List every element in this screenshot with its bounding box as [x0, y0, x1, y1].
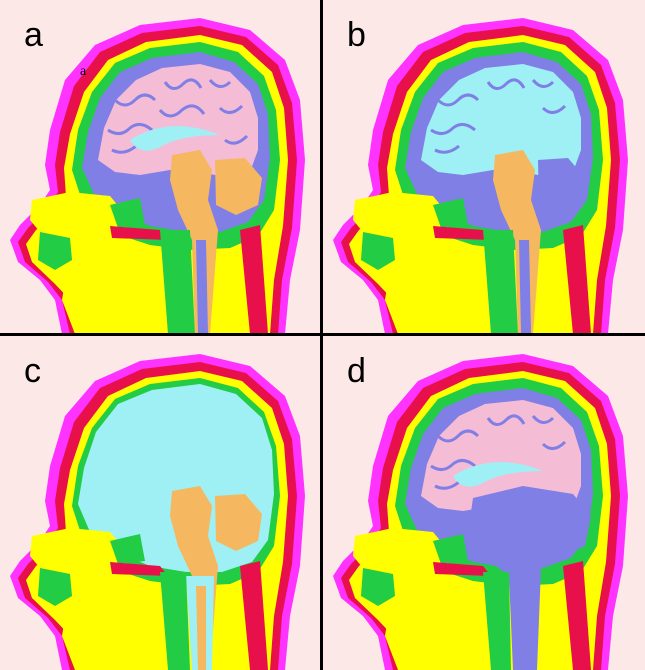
panel-label-b: b: [347, 18, 366, 52]
panel-a: a a: [0, 0, 321, 334]
panel-b: b: [323, 0, 644, 334]
panel-label-d: d: [347, 354, 366, 388]
head-segmentation-a: [0, 0, 321, 334]
panel-d: d: [323, 336, 644, 670]
head-segmentation-c: [0, 336, 321, 670]
panel-sublabel-a: a: [80, 64, 86, 80]
panel-label-c: c: [24, 354, 41, 388]
horizontal-divider: [0, 333, 645, 336]
panel-c: c: [0, 336, 321, 670]
head-segmentation-d: [323, 336, 644, 670]
panel-label-a: a: [24, 18, 43, 52]
head-segmentation-b: [323, 0, 644, 334]
